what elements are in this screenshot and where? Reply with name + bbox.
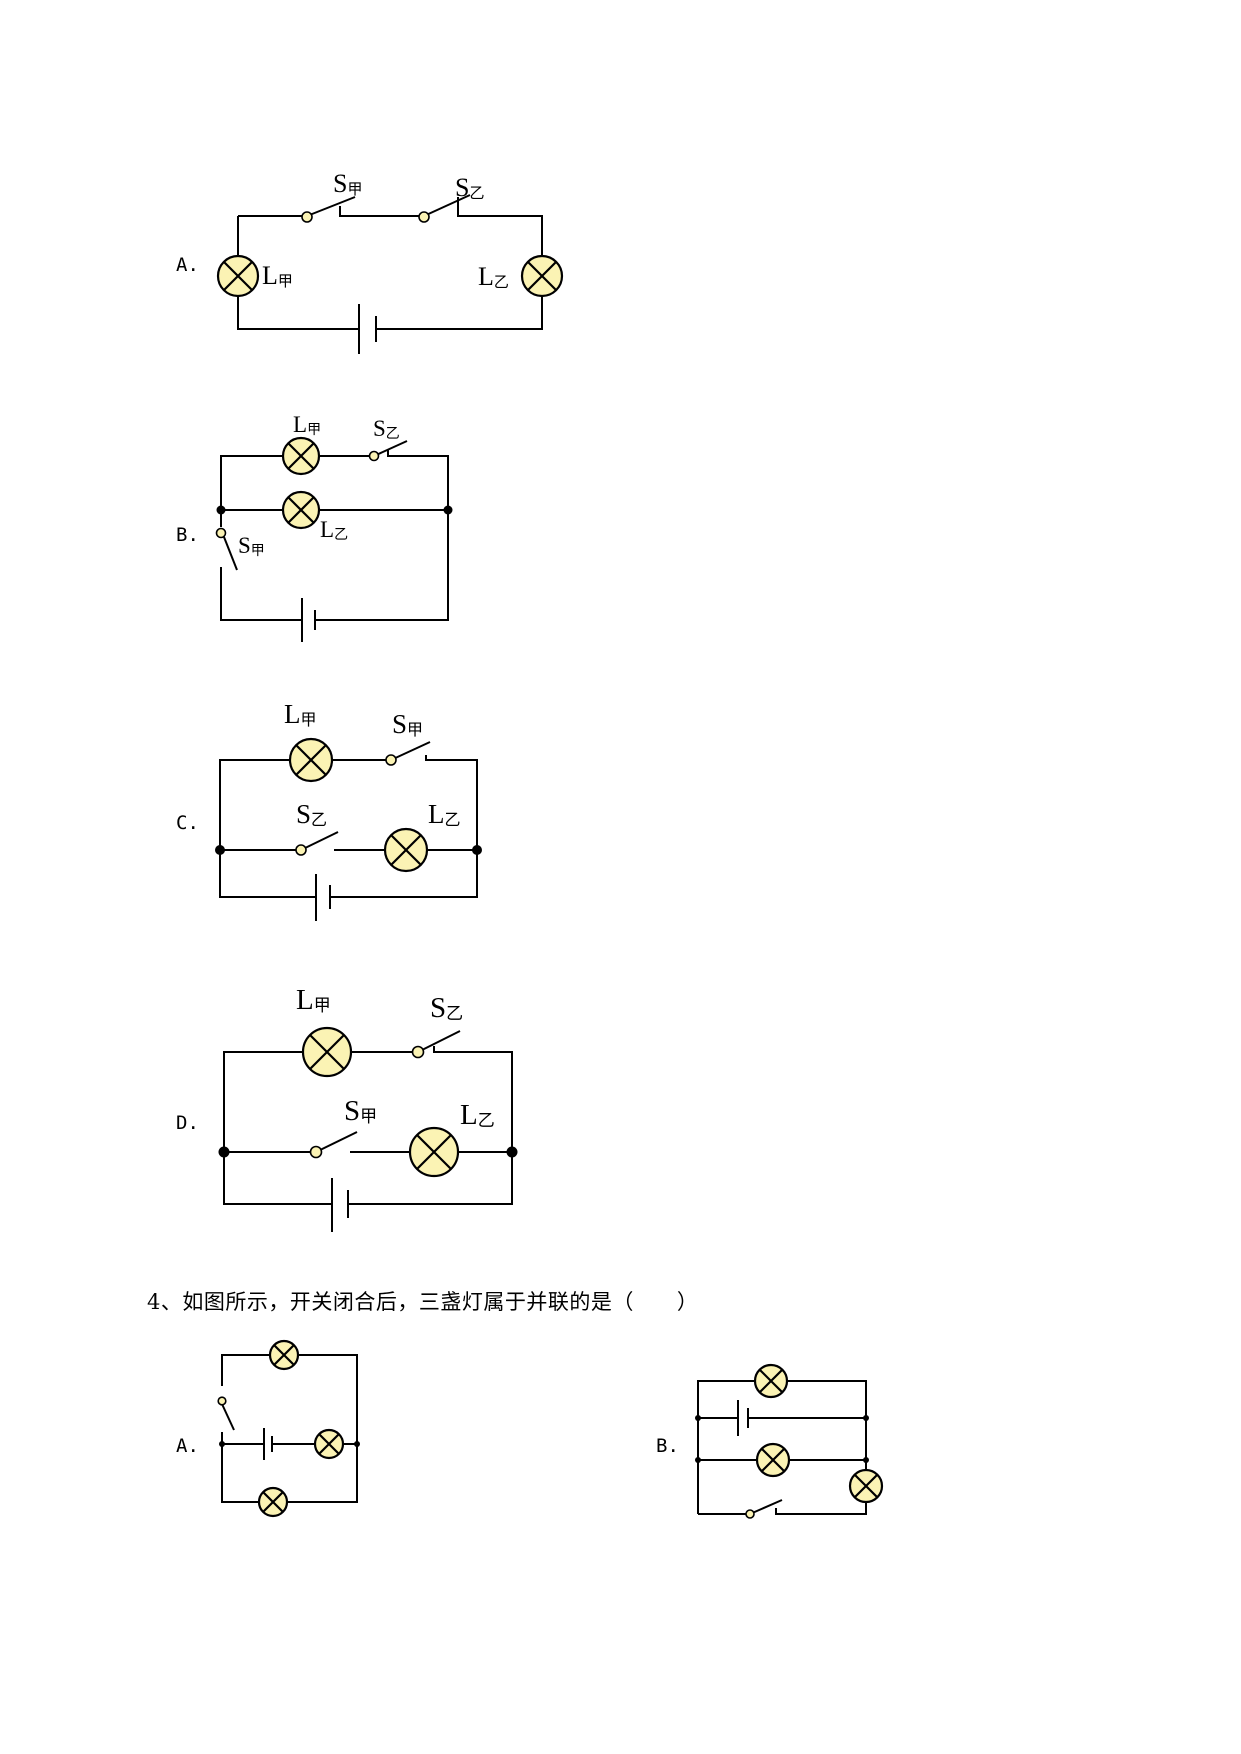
label-s-jia: S甲 bbox=[333, 169, 362, 198]
junction-node bbox=[695, 1457, 701, 1463]
switch-pivot-icon bbox=[309, 1145, 323, 1159]
lamp-icon bbox=[268, 1339, 300, 1371]
switch-pivot-icon bbox=[215, 527, 227, 539]
label-s-jia: S甲 bbox=[344, 1095, 377, 1127]
label-s-yi: S乙 bbox=[296, 799, 327, 829]
label-s-yi: S乙 bbox=[455, 173, 484, 202]
option-b-letter: B. bbox=[176, 524, 199, 546]
label-l-yi: L乙 bbox=[428, 799, 461, 829]
q4-circuit-a bbox=[217, 1339, 360, 1518]
label-s-jia: S甲 bbox=[238, 533, 265, 559]
lamp-icon bbox=[301, 1026, 353, 1078]
q4-option-a-letter: A. bbox=[176, 1435, 199, 1457]
label-l-jia: L甲 bbox=[293, 412, 321, 438]
lamp-icon bbox=[281, 436, 321, 476]
label-l-jia: L甲 bbox=[262, 261, 293, 290]
junction-node bbox=[863, 1415, 869, 1421]
label-s-jia: S甲 bbox=[392, 709, 423, 739]
question-4-text: 4、如图所示，开关闭合后，三盏灯属于并联的是（ ） bbox=[147, 1290, 699, 1314]
label-l-yi: L乙 bbox=[460, 1099, 495, 1131]
lamp-icon bbox=[288, 737, 334, 783]
switch-pivot-icon bbox=[745, 1509, 755, 1519]
label-s-yi: S乙 bbox=[373, 416, 400, 442]
option-d-letter: D. bbox=[176, 1112, 199, 1134]
label-l-jia: L甲 bbox=[296, 984, 331, 1016]
junction-node bbox=[219, 1441, 225, 1447]
lamp-icon bbox=[848, 1468, 884, 1504]
junction-node bbox=[216, 505, 226, 515]
circuit-b: L甲 S乙 L乙 S甲 bbox=[215, 412, 453, 642]
q4-circuit-b bbox=[695, 1363, 884, 1519]
label-s-yi: S乙 bbox=[430, 992, 463, 1024]
label-l-jia: L甲 bbox=[284, 699, 317, 729]
junction-node bbox=[506, 1146, 518, 1158]
junction-node bbox=[218, 1146, 230, 1158]
switch-pivot-icon bbox=[217, 1396, 227, 1406]
junction-node bbox=[215, 845, 225, 855]
option-c-letter: C. bbox=[176, 812, 199, 834]
switch-pivot-icon bbox=[295, 844, 307, 856]
junction-node bbox=[443, 505, 453, 515]
q4-option-b-letter: B. bbox=[656, 1435, 679, 1457]
lamp-icon bbox=[216, 254, 260, 298]
lamp-icon bbox=[257, 1486, 289, 1518]
junction-node bbox=[863, 1457, 869, 1463]
lamp-icon bbox=[520, 254, 564, 298]
circuit-a: S甲 S乙 L甲 L乙 bbox=[216, 169, 564, 354]
lamp-icon bbox=[408, 1126, 460, 1178]
lamp-icon bbox=[281, 490, 321, 530]
circuit-d: L甲 S乙 S甲 L乙 bbox=[218, 984, 518, 1232]
switch-pivot-icon bbox=[368, 450, 380, 462]
switch-pivot-icon bbox=[385, 754, 397, 766]
lamp-icon bbox=[383, 827, 429, 873]
lamp-icon bbox=[755, 1442, 791, 1478]
circuit-c: L甲 S甲 S乙 L乙 bbox=[215, 699, 482, 921]
junction-node bbox=[354, 1441, 360, 1447]
lamp-icon bbox=[753, 1363, 789, 1399]
option-a-letter: A. bbox=[176, 254, 199, 276]
label-l-yi: L乙 bbox=[478, 262, 509, 291]
lamp-icon bbox=[313, 1428, 345, 1460]
label-l-yi: L乙 bbox=[320, 517, 348, 543]
junction-node bbox=[472, 845, 482, 855]
junction-node bbox=[695, 1415, 701, 1421]
switch-pivot-icon bbox=[418, 211, 430, 223]
switch-pivot-icon bbox=[411, 1045, 425, 1059]
switch-pivot-icon bbox=[301, 211, 313, 223]
